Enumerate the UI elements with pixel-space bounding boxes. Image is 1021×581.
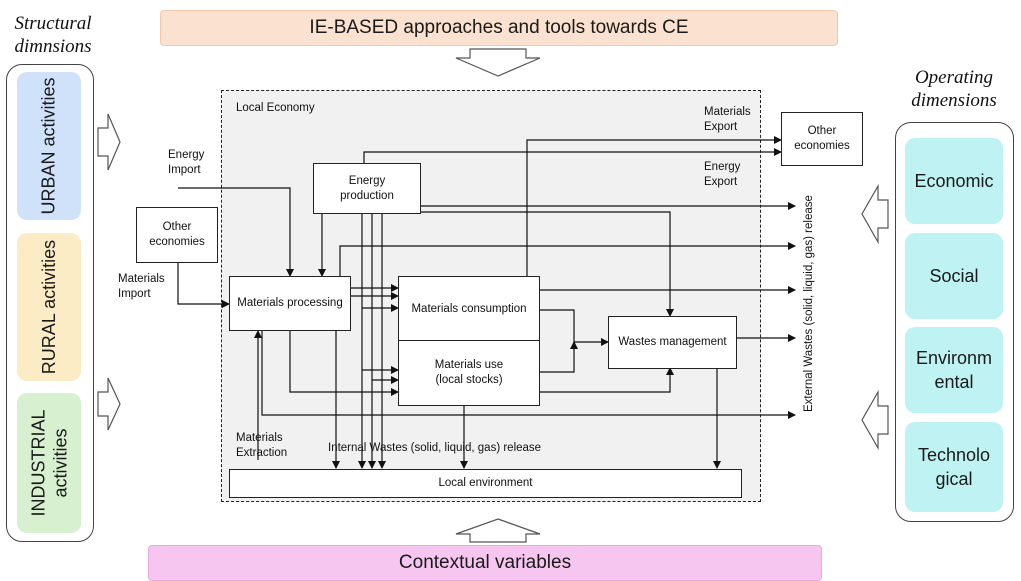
environmental-box: Environm ental: [905, 327, 1003, 413]
external-wastes-label: External Wastes (solid, liquid, gas) rel…: [803, 195, 815, 412]
down-arrow-top: [455, 48, 541, 77]
industrial-activities-box: INDUSTRIAL activities: [17, 393, 81, 533]
left-arrow-economic: [861, 183, 889, 245]
wastes-management-box: Wastes management: [608, 316, 737, 369]
environmental-label-1: Environm: [915, 348, 993, 368]
materials-consumption-box: Materials consumption: [398, 276, 540, 342]
bottom-banner: Contextual variables: [148, 545, 822, 581]
left-arrow-environmental: [861, 389, 889, 451]
materials-processing-box: Materials processing: [229, 276, 351, 331]
energy-import-label: Energy Import: [168, 149, 205, 176]
local-economy-label: Local Economy: [236, 102, 315, 114]
energy-production-box: Energy production: [313, 163, 421, 214]
bottom-banner-text: Contextual variables: [398, 552, 572, 573]
social-label: Social: [929, 266, 979, 286]
energy-export-label: Energy Export: [704, 161, 741, 188]
top-banner: IE-BASED approaches and tools towards CE: [160, 10, 838, 46]
urban-activities-box: URBAN activities: [17, 72, 81, 220]
structural-dimensions-title: Structural dimnsions: [14, 13, 92, 57]
operating-dimensions-title: Operating dimensions: [911, 67, 997, 111]
right-arrow-industrial: [97, 377, 121, 431]
rural-activities-box: RURAL activities: [17, 233, 81, 381]
environmental-label-2: ental: [934, 372, 974, 392]
technological-label-2: gical: [935, 469, 973, 489]
up-arrow-bottom: [455, 518, 541, 543]
economic-label: Economic: [914, 171, 994, 191]
materials-use-box: Materials use (local stocks): [398, 340, 540, 406]
other-economies-left-box: Other economies: [136, 207, 218, 263]
economic-box: Economic: [905, 138, 1003, 224]
technological-box: Technolo gical: [905, 422, 1003, 512]
social-box: Social: [905, 233, 1003, 319]
technological-label-1: Technolo: [917, 445, 991, 465]
top-banner-text: IE-BASED approaches and tools towards CE: [309, 17, 689, 38]
materials-import-label: Materials Import: [118, 273, 165, 300]
materials-export-label: Materials Export: [704, 106, 751, 133]
hollow-arrows: [97, 48, 889, 543]
materials-extraction-label: Materials Extraction: [236, 432, 288, 459]
local-environment-box: Local environment: [229, 469, 742, 498]
internal-wastes-label: Internal Wastes (solid, liquid, gas) rel…: [328, 442, 542, 454]
right-arrow-urban: [97, 113, 121, 171]
other-economies-right-box: Other economies: [781, 112, 863, 166]
